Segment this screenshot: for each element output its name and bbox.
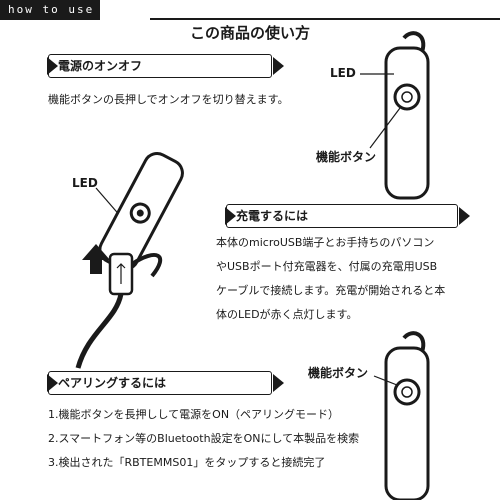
- function-button-label-bottom: 機能ボタン: [308, 366, 369, 380]
- charging-section-heading: 充電するには: [225, 204, 470, 228]
- pairing-steps: 1.機能ボタンを長押しして電源をON（ペアリングモード） 2.スマートフォン等の…: [48, 403, 378, 475]
- charging-illustration: [75, 152, 184, 369]
- page-title: この商品の使い方: [189, 24, 310, 42]
- usb-cable: [75, 293, 124, 369]
- insert-arrow-icon: [82, 244, 110, 274]
- charging-line: 本体のmicroUSB端子とお手持ちのパソコン: [216, 236, 435, 249]
- pairing-step: 2.スマートフォン等のBluetooth設定をONにして本製品を検索: [48, 432, 360, 445]
- charging-line: 体のLEDが赤く点灯します。: [216, 308, 358, 321]
- charging-line: やUSBポート付充電器を、付属の充電用USB: [216, 260, 438, 273]
- power-section-heading: 電源のオンオフ: [47, 54, 284, 78]
- earphone-illustration-top: [360, 31, 430, 200]
- how-to-use-tag: how to use: [0, 0, 100, 20]
- header-rule: [150, 18, 500, 20]
- led-label-top: LED: [330, 66, 356, 80]
- function-button-label-top: 機能ボタン: [316, 150, 377, 164]
- earphone-illustration-bottom: [373, 331, 430, 500]
- charging-line: ケーブルで接続します。充電が開始されると本: [216, 284, 446, 297]
- power-instruction: 機能ボタンの長押しでオンオフを切り替えます。: [48, 93, 289, 106]
- pairing-step: 3.検出された「RBTEMMS01」をタップすると接続完了: [48, 456, 326, 469]
- charging-instructions: 本体のmicroUSB端子とお手持ちのパソコン やUSBポート付充電器を、付属の…: [216, 231, 486, 327]
- pairing-section-heading: ペアリングするには: [47, 371, 284, 395]
- led-label-charging: LED: [72, 176, 98, 190]
- pairing-step: 1.機能ボタンを長押しして電源をON（ペアリングモード）: [48, 408, 340, 421]
